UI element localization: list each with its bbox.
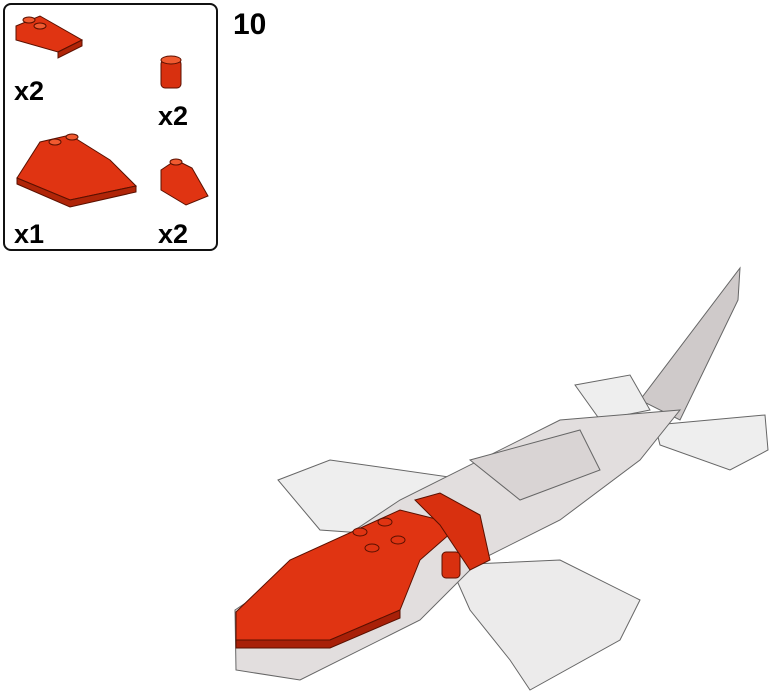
part-quantity: x2	[158, 101, 189, 131]
red-round-brick-placed	[441, 551, 461, 579]
red-canopy-slope	[414, 492, 491, 571]
part-quantity: x2	[14, 76, 45, 106]
airplane-model	[234, 266, 769, 691]
tail-fin	[639, 266, 741, 421]
red-nose-side	[235, 609, 401, 649]
part-quantity: x1	[14, 219, 45, 249]
parts-list-callout	[3, 3, 218, 251]
cockpit-frame	[468, 429, 601, 501]
part-red-wedge-4x4	[16, 133, 138, 208]
part-red-slope-1x2	[160, 158, 209, 206]
rear-wing-left	[574, 374, 651, 421]
part-red-round-brick	[160, 55, 182, 89]
rear-wing-right	[654, 414, 769, 471]
part-red-slope-2x2	[15, 15, 84, 59]
step-number: 10	[233, 8, 267, 41]
part-quantity: x2	[158, 219, 189, 249]
main-wing-right	[449, 559, 641, 691]
